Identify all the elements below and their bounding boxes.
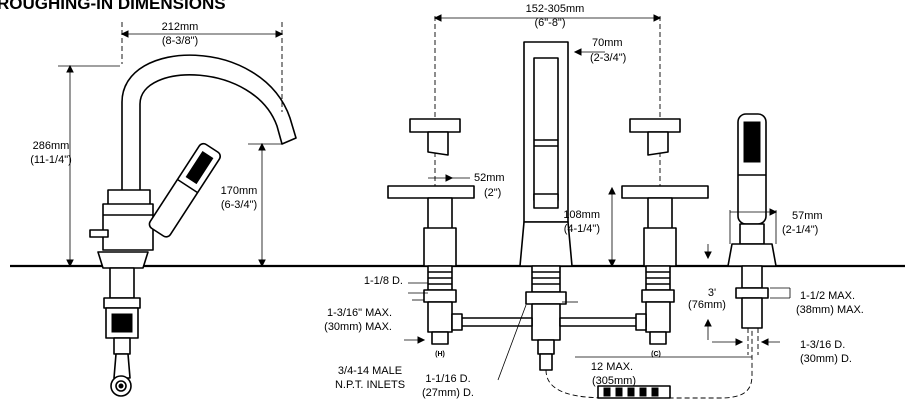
handshower-deck bbox=[727, 113, 777, 355]
handle-height-in: (4-1/4") bbox=[564, 223, 600, 235]
deck-max-in: 1-3/16" MAX. bbox=[327, 307, 392, 319]
spread-in: (6"-8") bbox=[534, 17, 565, 29]
hole-diameter: 1-1/8 D. bbox=[364, 275, 403, 287]
spout-side-view bbox=[89, 54, 297, 397]
spout-reach-mm: 212mm bbox=[162, 21, 199, 33]
center-hole-dia-in: 1-1/16 D. bbox=[425, 373, 470, 385]
max-spread-in: 12 MAX. bbox=[591, 361, 633, 373]
center-hole-dia-mm: (27mm) D. bbox=[422, 387, 474, 399]
hose-length-ft: 3' bbox=[708, 287, 716, 299]
spout-outlet-in: (6-3/4") bbox=[221, 199, 257, 211]
handle-width-mm: 52mm bbox=[474, 172, 505, 184]
hs-deck-max-in: 1-1/2 MAX. bbox=[800, 290, 855, 302]
spout-reach-in: (8-3/8") bbox=[162, 35, 198, 47]
drawing-title: ROUGHING-IN DIMENSIONS bbox=[0, 0, 226, 13]
center-width-in: (2-3/4") bbox=[590, 52, 626, 64]
hot-marker: (H) bbox=[435, 351, 445, 358]
hose-length-mm: (76mm) bbox=[688, 299, 726, 311]
deck-max-mm: (30mm) MAX. bbox=[324, 321, 392, 333]
spout-height-in: (11-1/4") bbox=[30, 154, 72, 166]
cold-marker: (C) bbox=[651, 351, 661, 358]
hot-handle bbox=[387, 118, 475, 345]
center-dimension-lines bbox=[404, 174, 752, 381]
hose-loop bbox=[545, 330, 753, 399]
supply-pipes bbox=[451, 313, 647, 331]
center-width-mm: 70mm bbox=[592, 37, 623, 49]
spout-height-mm: 286mm bbox=[33, 140, 70, 152]
inlet-size: 3/4-14 MALE bbox=[338, 365, 402, 377]
hs-hole-dia-in: 1-3/16 D. bbox=[800, 339, 845, 351]
spout-dimension-lines bbox=[58, 22, 284, 268]
spread-mm: 152-305mm bbox=[526, 3, 585, 15]
handshower-width-mm: 57mm bbox=[792, 210, 823, 222]
center-spout-front bbox=[519, 41, 573, 371]
handshower-width-in: (2-1/4") bbox=[782, 224, 818, 236]
hs-hole-dia-mm: (30mm) D. bbox=[800, 353, 852, 365]
handshower-dimension-lines bbox=[704, 208, 791, 346]
spout-outlet-mm: 170mm bbox=[221, 185, 258, 197]
hs-deck-max-mm: (38mm) MAX. bbox=[796, 304, 864, 316]
handle-width-in: (2") bbox=[484, 187, 501, 199]
cold-handle bbox=[621, 118, 709, 345]
handle-height-mm: 108mm bbox=[563, 209, 600, 221]
max-spread-mm: (305mm) bbox=[592, 375, 636, 387]
inlet-type: N.P.T. INLETS bbox=[335, 379, 405, 391]
